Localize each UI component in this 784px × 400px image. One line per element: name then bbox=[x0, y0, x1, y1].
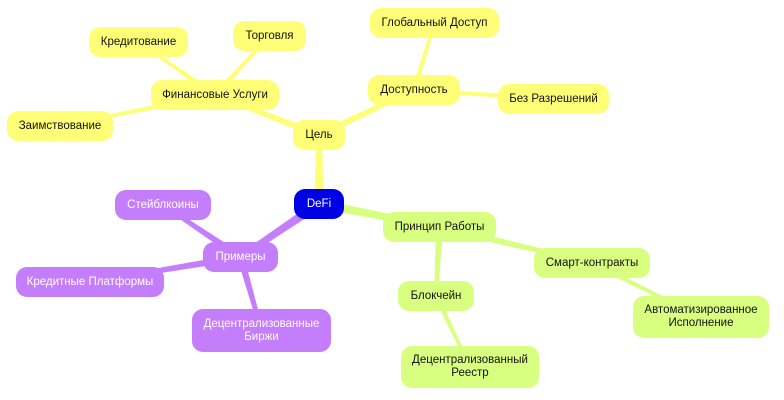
node-credit-platforms[interactable]: Кредитные Платформы bbox=[16, 267, 164, 297]
node-defi[interactable]: DeFi bbox=[294, 189, 344, 219]
node-accessibility[interactable]: Доступность bbox=[368, 75, 460, 105]
node-global-access[interactable]: Глобальный Доступ bbox=[370, 8, 499, 38]
node-blockchain[interactable]: Блокчейн bbox=[398, 281, 474, 311]
edge-princ-block bbox=[434, 226, 443, 297]
node-smart-contracts[interactable]: Смарт-контракты bbox=[534, 248, 650, 278]
node-trading[interactable]: Торговля bbox=[233, 21, 306, 51]
node-decentralized-ledger[interactable]: Децентрализованный Реестр bbox=[401, 346, 539, 388]
node-financial-services[interactable]: Финансовые Услуги bbox=[151, 80, 279, 110]
node-stablecoins[interactable]: Стейблкоины bbox=[115, 190, 211, 220]
node-borrowing[interactable]: Заимствование bbox=[7, 111, 113, 141]
node-working-principle[interactable]: Принцип Работы bbox=[383, 212, 496, 242]
node-automated-execution[interactable]: Автоматизированное Исполнение bbox=[633, 296, 769, 338]
node-goal[interactable]: Цель bbox=[293, 120, 345, 150]
edge-root-goal bbox=[314, 135, 324, 204]
node-lending[interactable]: Кредитование bbox=[89, 27, 188, 57]
node-decentralized-exchanges[interactable]: Децентрализованные Биржи bbox=[192, 309, 331, 352]
node-permissionless[interactable]: Без Разрешений bbox=[498, 84, 609, 114]
node-examples[interactable]: Примеры bbox=[203, 242, 278, 272]
edge-access-global bbox=[411, 22, 436, 91]
